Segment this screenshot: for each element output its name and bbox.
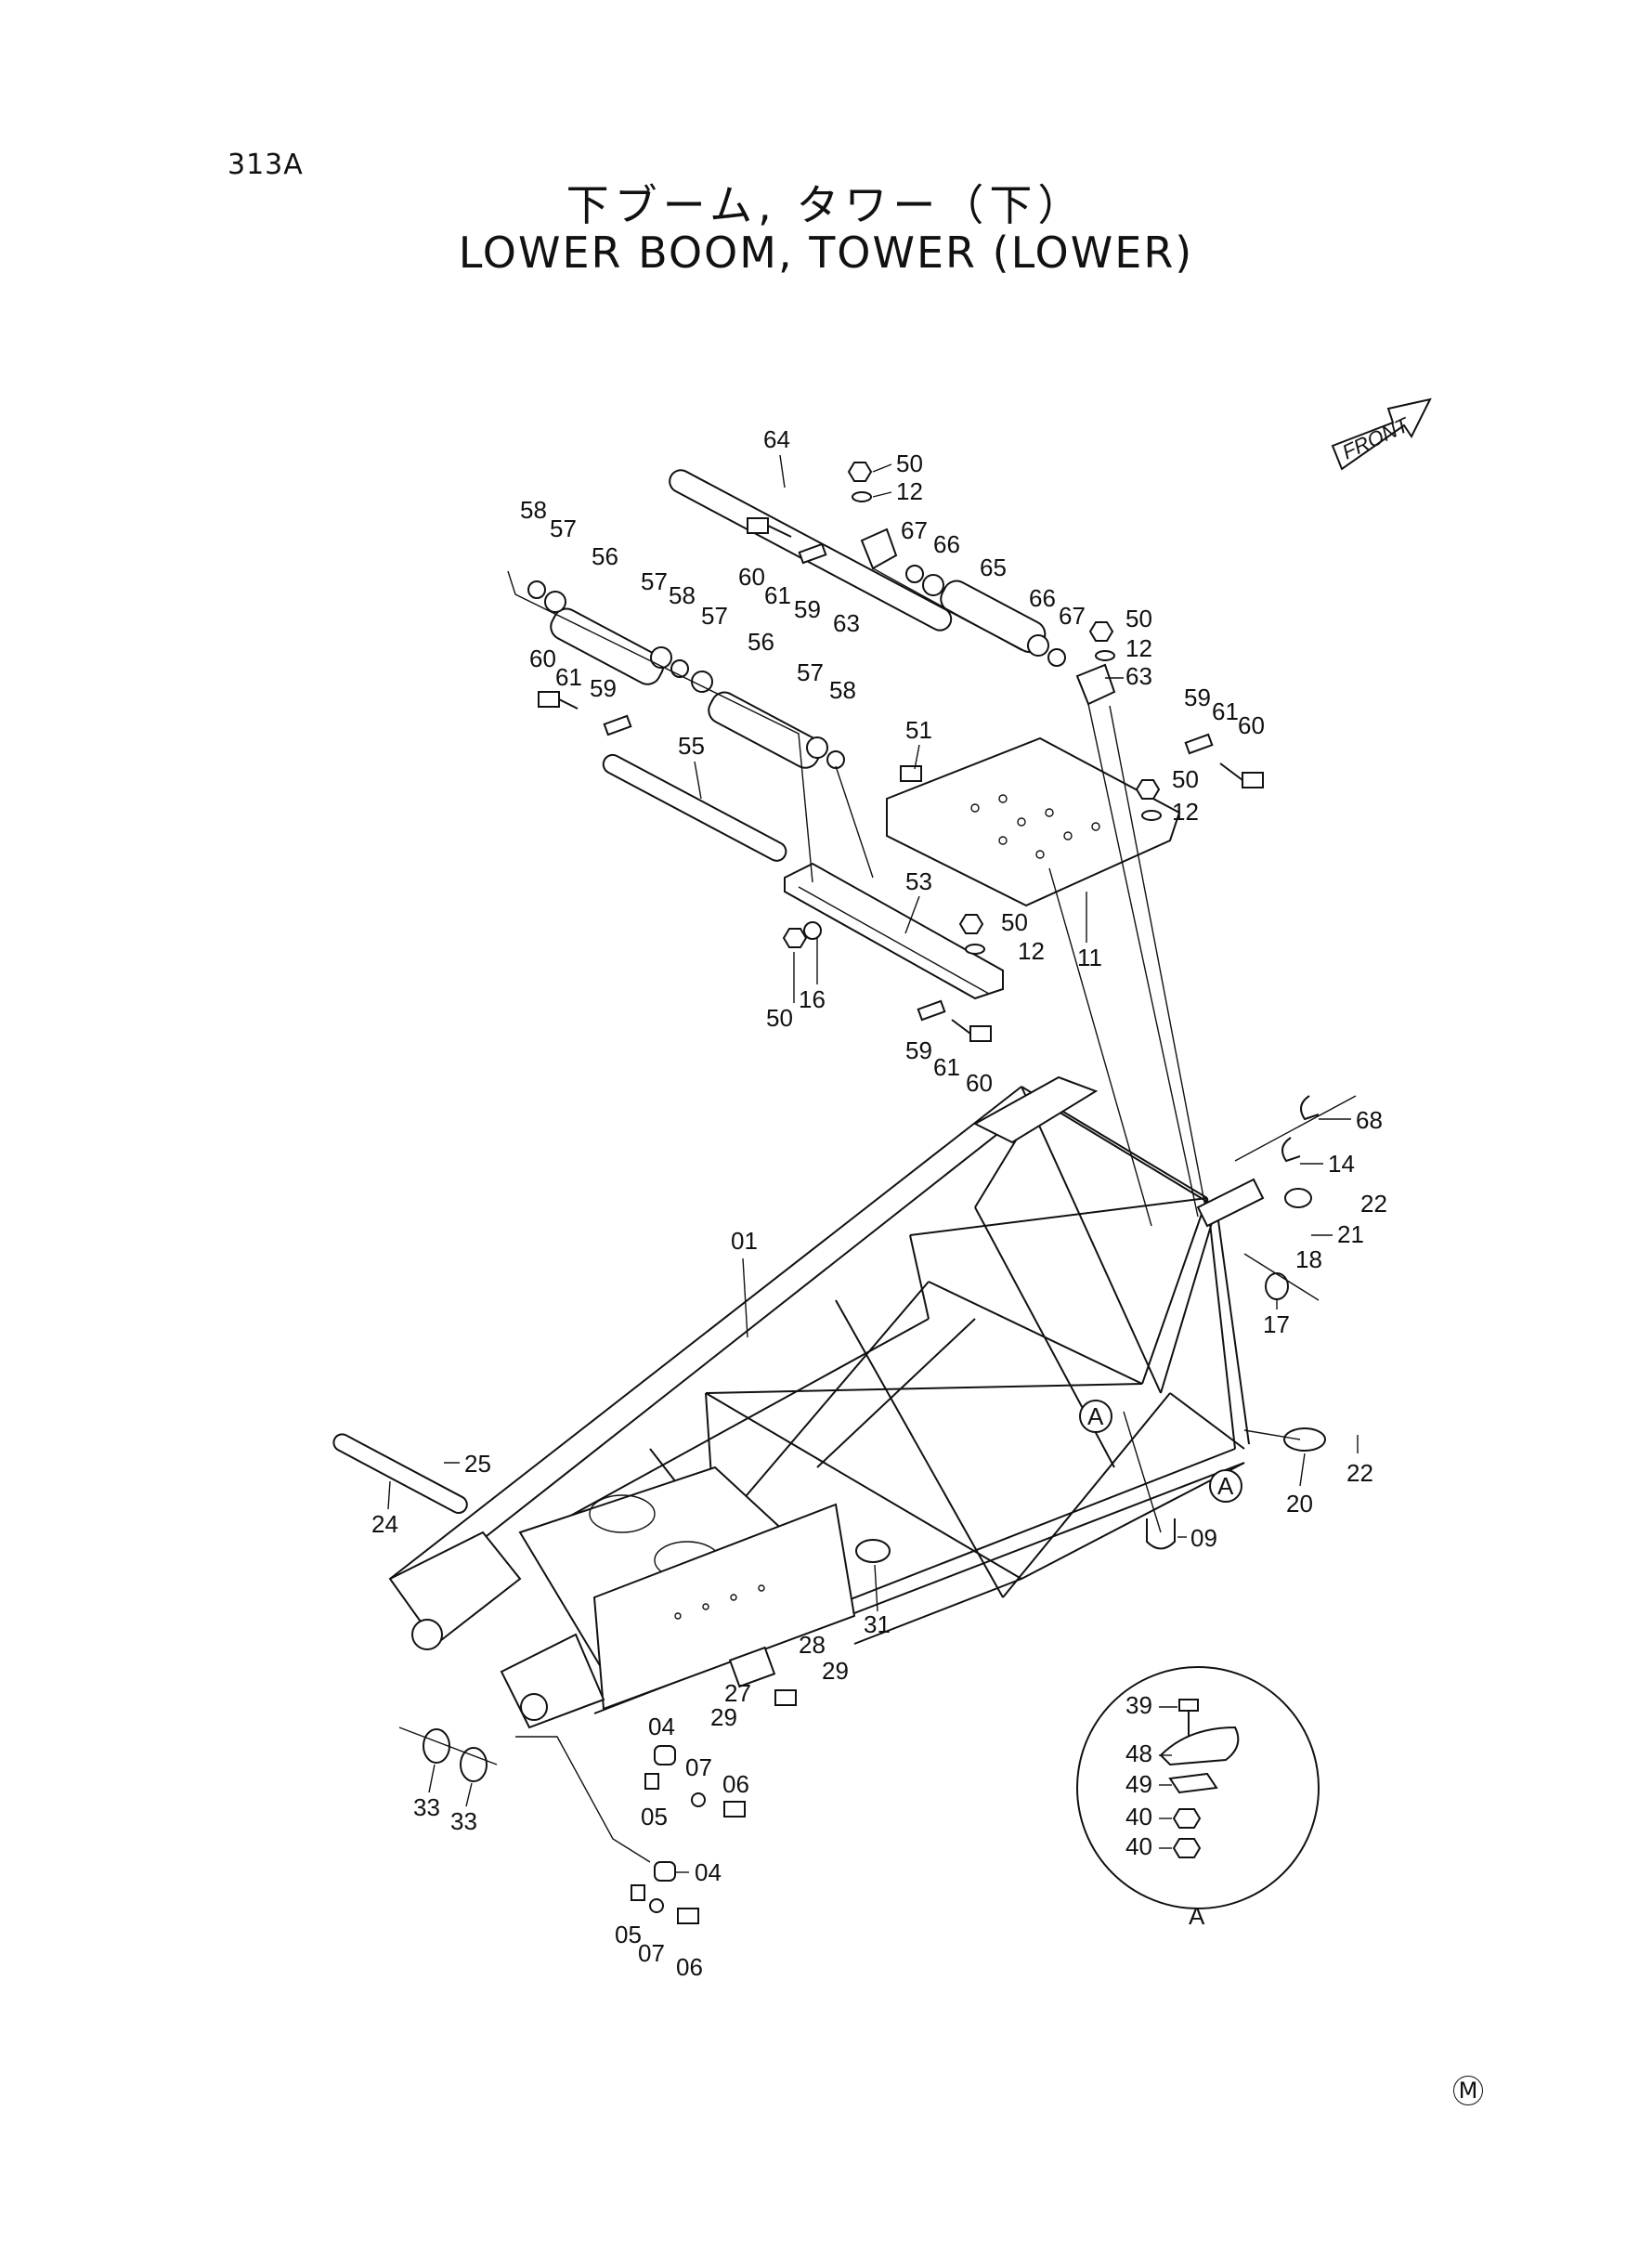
callout-66: 66 bbox=[1029, 584, 1056, 612]
callout-22: 22 bbox=[1346, 1459, 1373, 1487]
callout-50: 50 bbox=[896, 449, 923, 477]
callout-22: 22 bbox=[1360, 1190, 1387, 1218]
callout-59: 59 bbox=[1184, 684, 1211, 711]
callout-25: 25 bbox=[464, 1450, 491, 1478]
callout-14: 14 bbox=[1328, 1150, 1355, 1178]
callout-61: 61 bbox=[764, 581, 791, 609]
page-title: LOWER BOOM, TOWER (LOWER) bbox=[458, 228, 1194, 278]
callout-09: 09 bbox=[1190, 1524, 1217, 1552]
callout-27: 27 bbox=[724, 1679, 751, 1707]
callout-58: 58 bbox=[829, 676, 856, 704]
callout-55: 55 bbox=[678, 732, 705, 760]
callout-12: 12 bbox=[896, 477, 923, 505]
callout-51: 51 bbox=[905, 716, 932, 744]
callout-17: 17 bbox=[1263, 1310, 1290, 1338]
callout-61: 61 bbox=[555, 663, 582, 691]
page-title-japanese: 下ブーム, タワー（下） bbox=[566, 180, 1086, 230]
callout-59: 59 bbox=[794, 595, 821, 623]
callout-67: 67 bbox=[1059, 602, 1086, 630]
callout-56: 56 bbox=[748, 628, 774, 656]
callout-57: 57 bbox=[797, 658, 824, 686]
detail-ref-a: A bbox=[1087, 1402, 1104, 1430]
callout-53: 53 bbox=[905, 867, 932, 895]
callout-40: 40 bbox=[1125, 1803, 1152, 1831]
lower-boom-frame: A A bbox=[332, 1075, 1357, 1924]
detail-a-inset: A bbox=[1076, 1666, 1320, 1930]
callout-33: 33 bbox=[450, 1807, 477, 1835]
callout-29: 29 bbox=[710, 1703, 737, 1731]
front-arrow-icon: FRONT bbox=[1331, 397, 1432, 471]
callout-57: 57 bbox=[641, 567, 668, 595]
callout-06: 06 bbox=[676, 1953, 703, 1981]
callout-50: 50 bbox=[1001, 908, 1028, 936]
callout-48: 48 bbox=[1125, 1739, 1152, 1767]
callout-24: 24 bbox=[371, 1510, 398, 1538]
callout-16: 16 bbox=[799, 985, 826, 1013]
callout-39: 39 bbox=[1125, 1691, 1152, 1719]
callout-61: 61 bbox=[1212, 697, 1239, 725]
callout-50: 50 bbox=[1125, 605, 1152, 632]
callout-57: 57 bbox=[701, 602, 728, 630]
callout-59: 59 bbox=[590, 674, 617, 702]
callout-61: 61 bbox=[933, 1053, 960, 1081]
callout-18: 18 bbox=[1295, 1245, 1322, 1273]
callout-12: 12 bbox=[1172, 798, 1199, 826]
callout-01: 01 bbox=[731, 1227, 758, 1255]
callout-63: 63 bbox=[1125, 662, 1152, 690]
callout-07: 07 bbox=[685, 1753, 712, 1781]
registered-mark-icon: M bbox=[1453, 2076, 1483, 2105]
callout-labels: 64 50 12 58 57 56 57 58 57 56 57 58 60 6… bbox=[371, 425, 1387, 1981]
callout-33: 33 bbox=[413, 1793, 440, 1821]
page-code: 313A bbox=[228, 149, 304, 181]
callout-11: 11 bbox=[1077, 944, 1102, 971]
callout-04: 04 bbox=[695, 1858, 722, 1886]
callout-60: 60 bbox=[966, 1069, 993, 1097]
callout-58: 58 bbox=[669, 581, 696, 609]
callout-05: 05 bbox=[641, 1803, 668, 1831]
callout-28: 28 bbox=[799, 1631, 826, 1659]
callout-50: 50 bbox=[1172, 765, 1199, 793]
callout-60: 60 bbox=[529, 645, 556, 672]
callout-58: 58 bbox=[520, 496, 547, 524]
callout-50: 50 bbox=[766, 1004, 793, 1032]
callout-60: 60 bbox=[738, 563, 765, 591]
front-label: FRONT bbox=[1339, 412, 1414, 463]
callout-12: 12 bbox=[1018, 937, 1045, 965]
callout-31: 31 bbox=[864, 1610, 891, 1638]
callout-06: 06 bbox=[722, 1770, 749, 1798]
callout-07: 07 bbox=[638, 1939, 665, 1967]
callout-12: 12 bbox=[1125, 634, 1152, 662]
callout-29: 29 bbox=[822, 1657, 849, 1685]
upper-subassembly bbox=[507, 462, 1264, 1227]
callout-49: 49 bbox=[1125, 1770, 1152, 1798]
callout-63: 63 bbox=[833, 609, 860, 637]
callout-21: 21 bbox=[1337, 1220, 1364, 1248]
callout-04: 04 bbox=[648, 1713, 675, 1740]
callout-65: 65 bbox=[980, 554, 1007, 581]
callout-67: 67 bbox=[901, 516, 928, 544]
callout-40: 40 bbox=[1125, 1832, 1152, 1860]
callout-60: 60 bbox=[1238, 711, 1265, 739]
detail-ref-a: A bbox=[1217, 1472, 1234, 1500]
callout-05: 05 bbox=[615, 1921, 642, 1948]
callout-64: 64 bbox=[763, 425, 790, 453]
detail-a-label: A bbox=[1189, 1902, 1205, 1930]
callout-20: 20 bbox=[1286, 1490, 1313, 1518]
callout-56: 56 bbox=[592, 542, 618, 570]
callout-66: 66 bbox=[933, 530, 960, 558]
callout-57: 57 bbox=[550, 515, 577, 542]
callout-68: 68 bbox=[1356, 1106, 1383, 1134]
callout-59: 59 bbox=[905, 1036, 932, 1064]
